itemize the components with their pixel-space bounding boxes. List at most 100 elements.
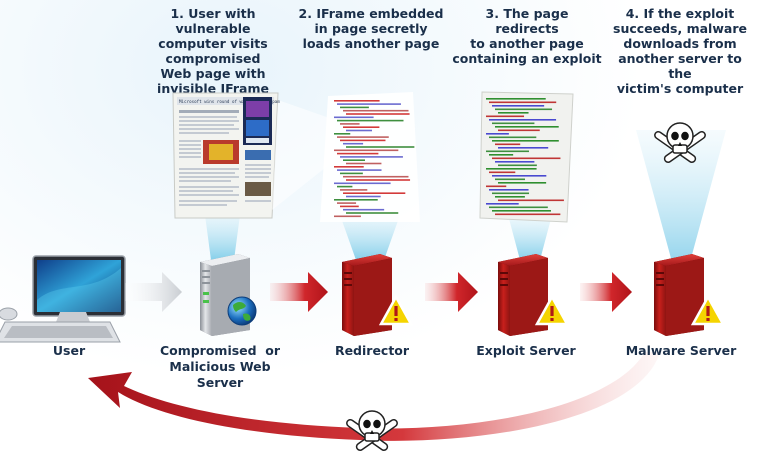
- thumbnail-headline: Microsoft wins round of war against spam: [179, 99, 280, 104]
- exploit-server: [498, 254, 548, 336]
- exploit-code-page: [479, 91, 574, 223]
- code-line: [489, 154, 514, 156]
- step-2-line-1: 2. IFrame embedded: [298, 6, 444, 21]
- code-line: [498, 147, 549, 149]
- code-line: [498, 182, 547, 184]
- code-line: [340, 106, 369, 109]
- beam-1: [205, 215, 240, 260]
- code-line: [343, 109, 409, 112]
- code-line: [498, 199, 564, 202]
- code-line: [343, 159, 366, 161]
- code-line: [486, 98, 546, 100]
- step-3-caption: 3. The page redirects to another page co…: [452, 6, 602, 66]
- code-line: [495, 178, 525, 181]
- code-line: [346, 179, 411, 181]
- code-line: [337, 136, 389, 138]
- redirect-code-page: [320, 92, 420, 222]
- skull-crossbones-icon: [346, 410, 398, 451]
- code-line: [337, 169, 382, 171]
- code-line: [495, 108, 553, 111]
- globe-icon: [227, 296, 257, 326]
- step-3-line-2: to another page: [470, 36, 584, 51]
- arrow-redirector-to-exploit: [425, 272, 478, 312]
- code-line: [486, 133, 509, 135]
- code-line: [486, 168, 537, 170]
- code-line: [495, 161, 535, 163]
- code-line: [492, 192, 530, 195]
- code-line: [346, 146, 415, 148]
- step-1-line-4: Web page with: [160, 66, 266, 81]
- code-line: [337, 185, 353, 188]
- code-line: [489, 171, 516, 174]
- warning-icon: [690, 294, 726, 326]
- code-line: [334, 166, 364, 168]
- user-label: User: [52, 343, 86, 358]
- code-line: [495, 213, 561, 216]
- step-4-line-5: victim's computer: [616, 81, 744, 96]
- beam-4: [636, 130, 726, 262]
- return-arrow-malware-to-user: [88, 352, 660, 441]
- step-3-line-1: 3. The page redirects: [485, 6, 569, 36]
- code-line: [340, 123, 360, 125]
- step-4-line-3: downloads from: [623, 36, 737, 51]
- code-line: [489, 101, 557, 104]
- code-line: [495, 196, 525, 198]
- step-2-line-3: loads another page: [302, 36, 440, 51]
- node-label-malware-server: Malware Server: [606, 343, 756, 359]
- code-line: [340, 189, 368, 191]
- code-line: [489, 206, 548, 209]
- arrow-exploit-to-malware: [580, 272, 632, 312]
- code-line: [492, 122, 535, 125]
- code-line: [486, 185, 507, 188]
- code-line: [334, 100, 380, 102]
- code-line: [334, 133, 351, 135]
- code-line: [492, 210, 551, 212]
- code-line: [489, 136, 537, 139]
- redirector-label: Redirector: [334, 343, 410, 358]
- code-line: [334, 182, 391, 185]
- node-label-redirector: Redirector: [297, 343, 447, 359]
- code-line: [492, 175, 547, 177]
- step-1-caption: 1. User with vulnerable computer visits …: [138, 6, 288, 96]
- code-line: [486, 150, 529, 153]
- compromised-server-label-line-2: Malicious Web Server: [169, 359, 271, 390]
- code-line: [340, 139, 386, 142]
- code-line: [498, 164, 537, 167]
- beam-2: [340, 215, 400, 260]
- code-line: [337, 103, 401, 105]
- code-line: [346, 195, 381, 198]
- code-line: [337, 152, 379, 155]
- code-line: [340, 156, 403, 158]
- step-2-caption: 2. IFrame embedded in page secretly load…: [296, 6, 446, 51]
- exploit-server-label: Exploit Server: [476, 343, 576, 358]
- malware-server: [654, 254, 704, 336]
- step-1-line-3: compromised: [165, 51, 261, 66]
- code-line: [492, 157, 561, 160]
- code-line: [492, 140, 559, 142]
- code-line: [486, 203, 519, 205]
- arrow-user-to-compromised: [125, 272, 182, 312]
- code-line: [337, 202, 357, 204]
- step-1-line-1: 1. User with vulnerable: [170, 6, 256, 36]
- step-2-line-2: in page secretly: [314, 21, 428, 36]
- redirector-server: [342, 254, 392, 336]
- code-line: [346, 212, 399, 214]
- code-line: [498, 129, 540, 132]
- node-label-compromised-server: Compromised or Malicious Web Server: [145, 343, 295, 391]
- code-line: [343, 126, 380, 128]
- code-line: [337, 119, 404, 122]
- step-4-caption: 4. If the exploit succeeds, malware down…: [605, 6, 755, 96]
- code-line: [346, 162, 382, 165]
- malware-server-label: Malware Server: [625, 343, 737, 358]
- code-line: [343, 208, 385, 211]
- webpage-thumbnail: Microsoft wins round of war against spam: [172, 92, 335, 219]
- step-4-line-2: succeeds, malware: [613, 21, 747, 36]
- code-line: [486, 115, 525, 118]
- code-line: [334, 116, 374, 119]
- compromised-server-label-line-1: Compromised or: [159, 343, 281, 358]
- code-line: [495, 126, 559, 128]
- step-4-line-1: 4. If the exploit: [625, 6, 735, 21]
- node-label-exploit-server: Exploit Server: [451, 343, 601, 359]
- code-line: [498, 112, 529, 114]
